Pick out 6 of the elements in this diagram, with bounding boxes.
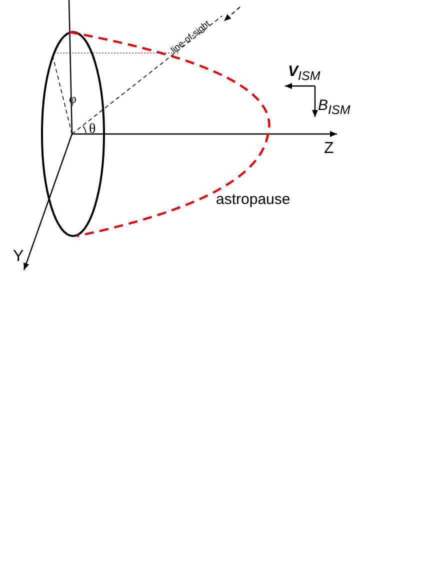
curve-label: astropause — [216, 192, 290, 207]
vector-label: V$_{ISM}$ — [288, 64, 320, 82]
angle-label: θ — [89, 123, 96, 137]
vector-label: B$_{ISM}$ — [318, 98, 350, 116]
axis-label: Y — [13, 249, 24, 265]
axis-label: Z — [324, 141, 334, 157]
